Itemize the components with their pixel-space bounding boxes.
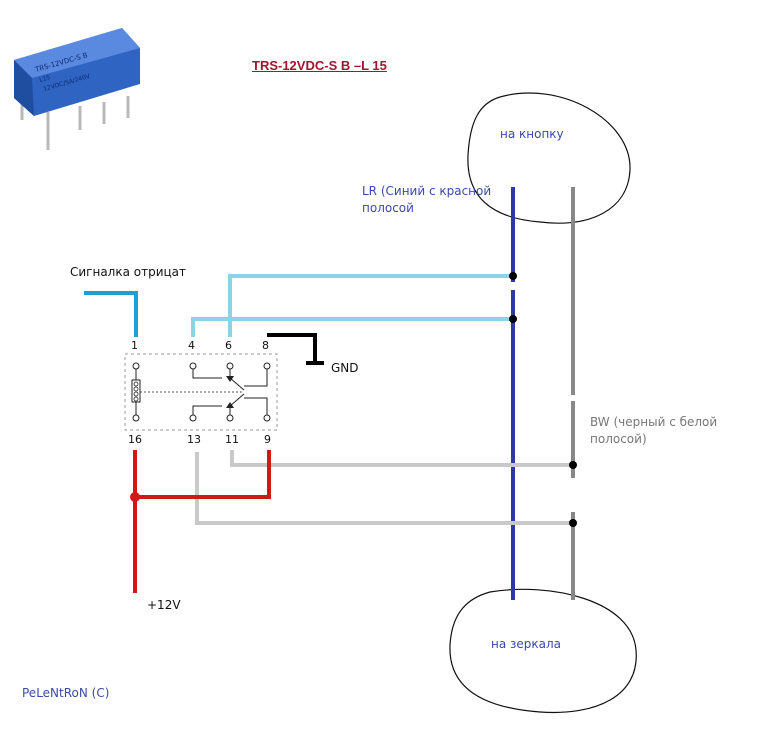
junction-bw-1 xyxy=(569,461,577,469)
mirrors-ellipse xyxy=(449,588,637,714)
author-credit: PeLeNtRoN (C) xyxy=(22,686,110,700)
junction-lr-1 xyxy=(509,272,517,280)
relay-model-title: TRS-12VDC-S B –L 15 xyxy=(252,58,387,73)
junction-bw-2 xyxy=(569,519,577,527)
bw-wire-label-line1: BW (черный с белой xyxy=(590,415,718,429)
pin-label-8: 8 xyxy=(262,339,269,352)
pin-label-16: 16 xyxy=(128,433,142,446)
alarm-negative-label: Сигналка отрицат xyxy=(70,265,187,279)
bw-wire-label: BW (черный с белой полосой) xyxy=(590,414,717,448)
lr-wire-label: LR (Синий с красной полосой xyxy=(362,183,491,217)
pin11-wire xyxy=(230,450,573,467)
pin9-wire xyxy=(135,450,271,499)
relay-photo-marking-2: L15 xyxy=(39,74,52,84)
pin-label-13: 13 xyxy=(187,433,201,446)
pin6-wire xyxy=(228,274,513,337)
gnd-wire xyxy=(267,333,317,363)
to-mirrors-label: на зеркала xyxy=(491,637,562,651)
pin-label-4: 4 xyxy=(188,339,195,352)
lr-wire-label-line2: полосой xyxy=(362,201,414,215)
junction-lr-2 xyxy=(509,315,517,323)
gnd-label: GND xyxy=(331,361,359,375)
pin-label-1: 1 xyxy=(131,339,138,352)
relay-schematic xyxy=(124,353,278,431)
plus12v-label: +12V xyxy=(147,598,181,612)
pin13-wire xyxy=(195,452,573,525)
pin-label-6: 6 xyxy=(225,339,232,352)
button-ellipse xyxy=(467,92,631,224)
signal-wire xyxy=(84,291,138,337)
lr-wire-label-line1: LR (Синий с красной xyxy=(362,184,492,198)
relay-photo: TRS-12VDC-S B L15 12VDC/SA/240V xyxy=(14,28,140,150)
pin4-wire xyxy=(191,317,513,337)
pin-label-11: 11 xyxy=(225,433,239,446)
to-button-label: на кнопку xyxy=(500,127,564,141)
red-junction xyxy=(130,492,140,502)
bw-wire-label-line2: полосой) xyxy=(590,432,647,446)
pin-label-9: 9 xyxy=(264,433,271,446)
